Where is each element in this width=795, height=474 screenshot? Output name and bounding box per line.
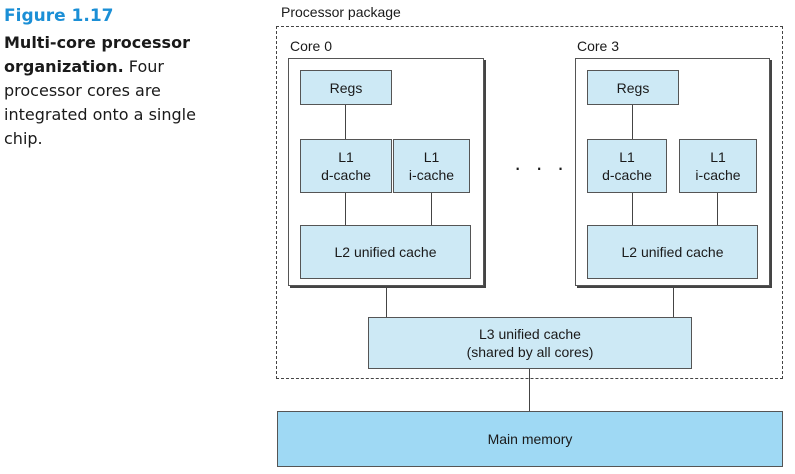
core-3-l1-dcache: L1 d-cache: [587, 139, 667, 193]
ellipsis: · · ·: [514, 155, 569, 180]
core-0-l1-icache: L1 i-cache: [393, 139, 470, 193]
core-0-regs: Regs: [300, 70, 392, 105]
core-3-regs: Regs: [587, 70, 679, 105]
package-label: Processor package: [281, 4, 401, 20]
connector: [529, 369, 530, 411]
connector: [632, 193, 633, 225]
figure-number: Figure 1.17: [4, 6, 114, 26]
connector: [345, 193, 346, 225]
caption-title: Multi-core processor organization.: [4, 33, 190, 76]
core-3-l2-cache: L2 unified cache: [587, 225, 758, 279]
core-0-l1-dcache: L1 d-cache: [300, 139, 392, 193]
connector: [673, 286, 674, 317]
core-3-l1-icache: L1 i-cache: [679, 139, 757, 193]
main-memory: Main memory: [277, 411, 783, 467]
core-0-l2-cache: L2 unified cache: [300, 225, 471, 279]
caption-body: Four processor cores are integrated onto…: [4, 57, 196, 148]
connector: [345, 105, 346, 139]
l3-shared-cache: L3 unified cache (shared by all cores): [368, 317, 692, 369]
connector: [632, 105, 633, 139]
core-0-label: Core 0: [290, 38, 333, 54]
figure-caption: Multi-core processor organization. Four …: [4, 31, 216, 151]
core-3-label: Core 3: [577, 38, 620, 54]
connector: [431, 193, 432, 225]
connector: [717, 193, 718, 225]
connector: [386, 286, 387, 317]
